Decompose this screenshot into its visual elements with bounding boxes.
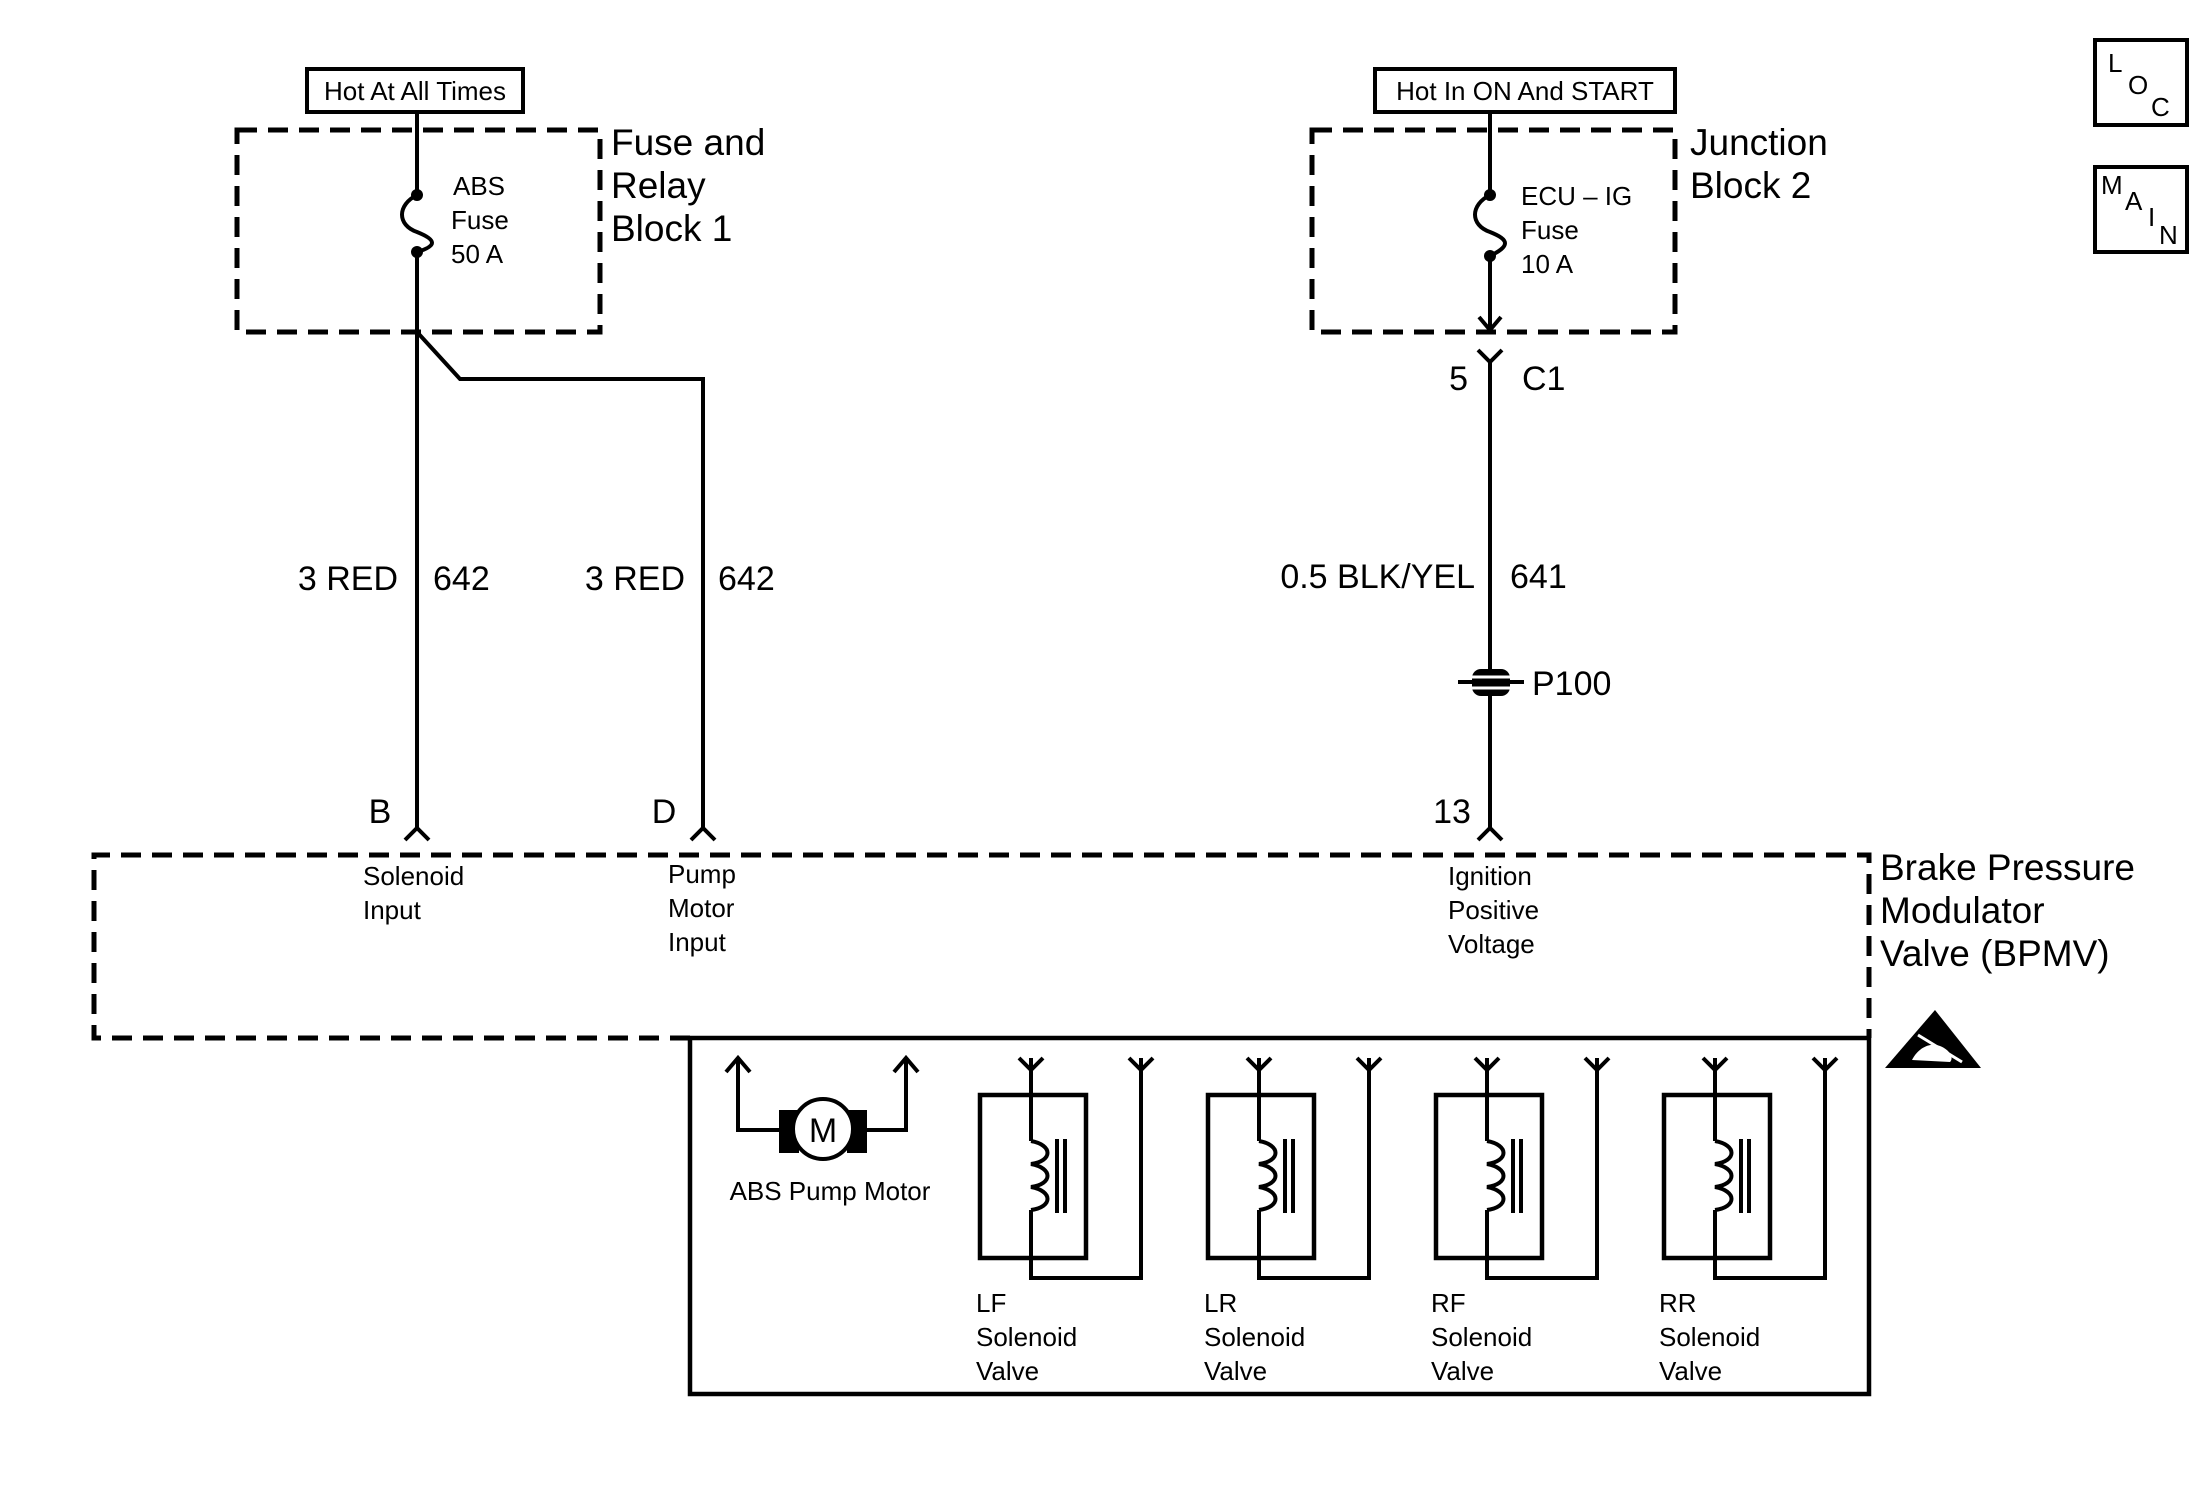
connector-c1: 5 C1 xyxy=(1449,348,1565,672)
main-icon-letter-4: N xyxy=(2159,220,2178,250)
main-icon-letter-1: M xyxy=(2101,170,2123,200)
power-label-left: Hot At All Times xyxy=(305,67,525,114)
wire-pump-motor-input: 3 RED 642 xyxy=(415,330,775,842)
power-label-right-text: Hot In ON And START xyxy=(1396,76,1654,106)
wire-ignition-lower xyxy=(1476,696,1504,842)
terminal-13-label-line-3: Voltage xyxy=(1448,929,1535,959)
abs-fuse-label-line-2: Fuse xyxy=(451,205,509,235)
main-icon-letter-3: I xyxy=(2148,202,2155,232)
loc-icon-letter-2: O xyxy=(2128,70,2148,100)
wire-3-gauge-color: 0.5 BLK/YEL xyxy=(1280,558,1475,596)
terminal-b: B Solenoid Input xyxy=(363,793,464,925)
fuse-relay-block-name-line-1: Fuse and xyxy=(611,122,765,163)
solenoid-lf-label-line-2: Solenoid xyxy=(976,1322,1077,1352)
solenoid-lr-label-line-3: Valve xyxy=(1204,1356,1267,1386)
wire-solenoid-input: 3 RED 642 xyxy=(298,332,490,842)
ecu-ig-fuse-label-line-1: ECU – IG xyxy=(1521,181,1632,211)
pump-motor-label: ABS Pump Motor xyxy=(730,1176,931,1206)
wire-ignition: 0.5 BLK/YEL 641 xyxy=(1280,558,1566,596)
splice-p100-label: P100 xyxy=(1532,665,1611,703)
connector-c1-id: C1 xyxy=(1522,360,1565,398)
abs-fuse: ABS Fuse 50 A xyxy=(400,112,509,332)
terminal-b-pin: B xyxy=(369,793,392,831)
wire-2-circuit: 642 xyxy=(718,560,775,598)
bpmv-name-line-2: Modulator xyxy=(1880,890,2045,931)
connector-c1-pin: 5 xyxy=(1449,360,1468,398)
terminal-d: D Pump Motor Input xyxy=(652,793,736,957)
esd-warning-icon xyxy=(1885,1010,1981,1068)
solenoid-rr: RR Solenoid Valve xyxy=(1659,1056,1839,1386)
junction-block-name-line-1: Junction xyxy=(1690,122,1828,163)
bpmv-internal-box xyxy=(687,1035,1872,1397)
power-label-left-text: Hot At All Times xyxy=(324,76,506,106)
main-icon[interactable]: M A I N xyxy=(2093,165,2189,254)
wire-1-circuit: 642 xyxy=(433,560,490,598)
solenoid-lf-label-line-1: LF xyxy=(976,1288,1006,1318)
terminal-d-label-line-3: Input xyxy=(668,927,727,957)
solenoid-lr-label-line-1: LR xyxy=(1204,1288,1237,1318)
solenoid-lr: LR Solenoid Valve xyxy=(1204,1056,1383,1386)
loc-icon-letter-3: C xyxy=(2151,92,2170,122)
abs-fuse-label-line-1: ABS xyxy=(453,171,505,201)
solenoid-rr-label-line-2: Solenoid xyxy=(1659,1322,1760,1352)
loc-icon-letter-1: L xyxy=(2108,48,2122,78)
ecu-ig-fuse-label-line-3: 10 A xyxy=(1521,249,1574,279)
solenoid-rr-label-line-3: Valve xyxy=(1659,1356,1722,1386)
bpmv-name-line-3: Valve (BPMV) xyxy=(1880,933,2110,974)
splice-p100: P100 xyxy=(1458,665,1611,703)
abs-pump-motor: M ABS Pump Motor xyxy=(724,1054,931,1206)
terminal-13-label-line-2: Positive xyxy=(1448,895,1539,925)
terminal-13-label-line-1: Ignition xyxy=(1448,861,1532,891)
solenoid-rf-label-line-1: RF xyxy=(1431,1288,1466,1318)
power-label-right: Hot In ON And START xyxy=(1373,67,1677,114)
solenoid-lf-label-line-3: Valve xyxy=(976,1356,1039,1386)
terminal-b-label-line-1: Solenoid xyxy=(363,861,464,891)
abs-fuse-label-line-3: 50 A xyxy=(451,239,504,269)
wire-1-gauge-color: 3 RED xyxy=(298,560,398,598)
junction-block-name-line-2: Block 2 xyxy=(1690,165,1811,206)
terminal-b-label-line-2: Input xyxy=(363,895,422,925)
ecu-ig-fuse: ECU – IG Fuse 10 A xyxy=(1473,112,1632,334)
loc-icon[interactable]: L O C xyxy=(2093,38,2189,127)
solenoid-rf-label-line-3: Valve xyxy=(1431,1356,1494,1386)
solenoid-lf: LF Solenoid Valve xyxy=(976,1056,1155,1386)
main-icon-letter-2: A xyxy=(2125,186,2143,216)
solenoid-lr-label-line-2: Solenoid xyxy=(1204,1322,1305,1352)
solenoid-rf: RF Solenoid Valve xyxy=(1431,1056,1611,1386)
junction-block-2: Junction Block 2 xyxy=(1309,122,1828,335)
fuse-relay-block-name-line-3: Block 1 xyxy=(611,208,732,249)
fuse-relay-block-1: Fuse and Relay Block 1 xyxy=(234,122,765,335)
solenoid-rr-label-line-1: RR xyxy=(1659,1288,1697,1318)
terminal-d-pin: D xyxy=(652,793,677,831)
pump-motor-symbol: M xyxy=(809,1112,837,1150)
terminal-d-label-line-1: Pump xyxy=(668,859,736,889)
wire-2-gauge-color: 3 RED xyxy=(585,560,685,598)
bpmv-name-line-1: Brake Pressure xyxy=(1880,847,2135,888)
wire-3-circuit: 641 xyxy=(1510,558,1567,596)
solenoid-rf-label-line-2: Solenoid xyxy=(1431,1322,1532,1352)
terminal-13: 13 Ignition Positive Voltage xyxy=(1433,793,1539,959)
terminal-13-pin: 13 xyxy=(1433,793,1471,831)
terminal-d-label-line-2: Motor xyxy=(668,893,735,923)
fuse-relay-block-name-line-2: Relay xyxy=(611,165,706,206)
bpmv-module: Brake Pressure Modulator Valve (BPMV) xyxy=(91,847,2135,1041)
ecu-ig-fuse-label-line-2: Fuse xyxy=(1521,215,1579,245)
